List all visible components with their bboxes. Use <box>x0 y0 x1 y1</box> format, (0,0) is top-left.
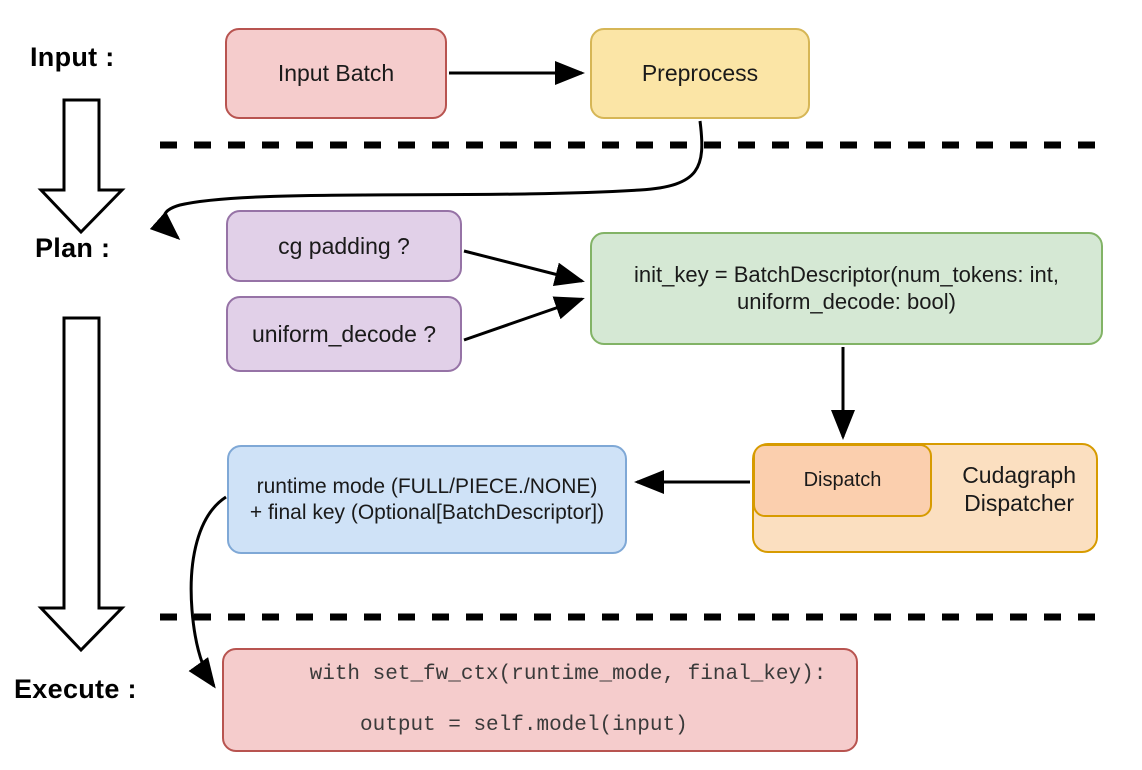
node-init-key[interactable]: init_key = BatchDescriptor(num_tokens: i… <box>590 232 1103 345</box>
node-exec-code-line1: with set_fw_ctx(runtime_mode, final_key)… <box>309 662 827 686</box>
node-exec-code[interactable]: with set_fw_ctx(runtime_mode, final_key)… <box>222 648 858 752</box>
node-uniform-decode-label: uniform_decode ? <box>251 320 437 347</box>
node-runtime-mode-line1: runtime mode (FULL/PIECE./NONE) <box>256 474 598 498</box>
stage-label-plan: Plan : <box>35 233 111 263</box>
edge-runtime-mode-to-exec-code <box>188 495 227 689</box>
node-cudagraph-dispatcher-line2: Dispatcher <box>964 490 1075 517</box>
node-uniform-decode[interactable]: uniform_decode ? <box>226 296 462 372</box>
node-runtime-mode-line2: + final key (Optional[BatchDescriptor]) <box>249 500 605 524</box>
node-runtime-mode[interactable]: runtime mode (FULL/PIECE./NONE) + final … <box>227 445 627 554</box>
node-dispatch[interactable]: Dispatch <box>753 444 932 517</box>
node-init-key-line1: init_key = BatchDescriptor(num_tokens: i… <box>634 261 1059 287</box>
node-input-batch[interactable]: Input Batch <box>225 28 447 119</box>
stage-label-input: Input : <box>30 42 115 72</box>
plan-to-execute-arrow <box>37 316 126 653</box>
stage-label-execute: Execute : <box>14 674 137 704</box>
node-init-key-line2: uniform_decode: bool) <box>737 288 956 314</box>
node-cg-padding-label: cg padding ? <box>278 232 410 259</box>
node-input-batch-label: Input Batch <box>277 60 395 87</box>
node-cudagraph-dispatcher-line1: Cudagraph <box>962 462 1076 488</box>
edge-cg-padding-to-init-key <box>463 249 585 286</box>
node-cg-padding[interactable]: cg padding ? <box>226 210 462 282</box>
node-exec-code-line2: output = self.model(input) <box>309 713 688 737</box>
edge-uniform-decode-to-init-key <box>463 296 585 342</box>
node-dispatch-label: Dispatch <box>803 469 882 492</box>
input-to-plan-arrow <box>37 98 126 235</box>
node-preprocess[interactable]: Preprocess <box>590 28 810 119</box>
node-preprocess-label: Preprocess <box>641 60 759 87</box>
